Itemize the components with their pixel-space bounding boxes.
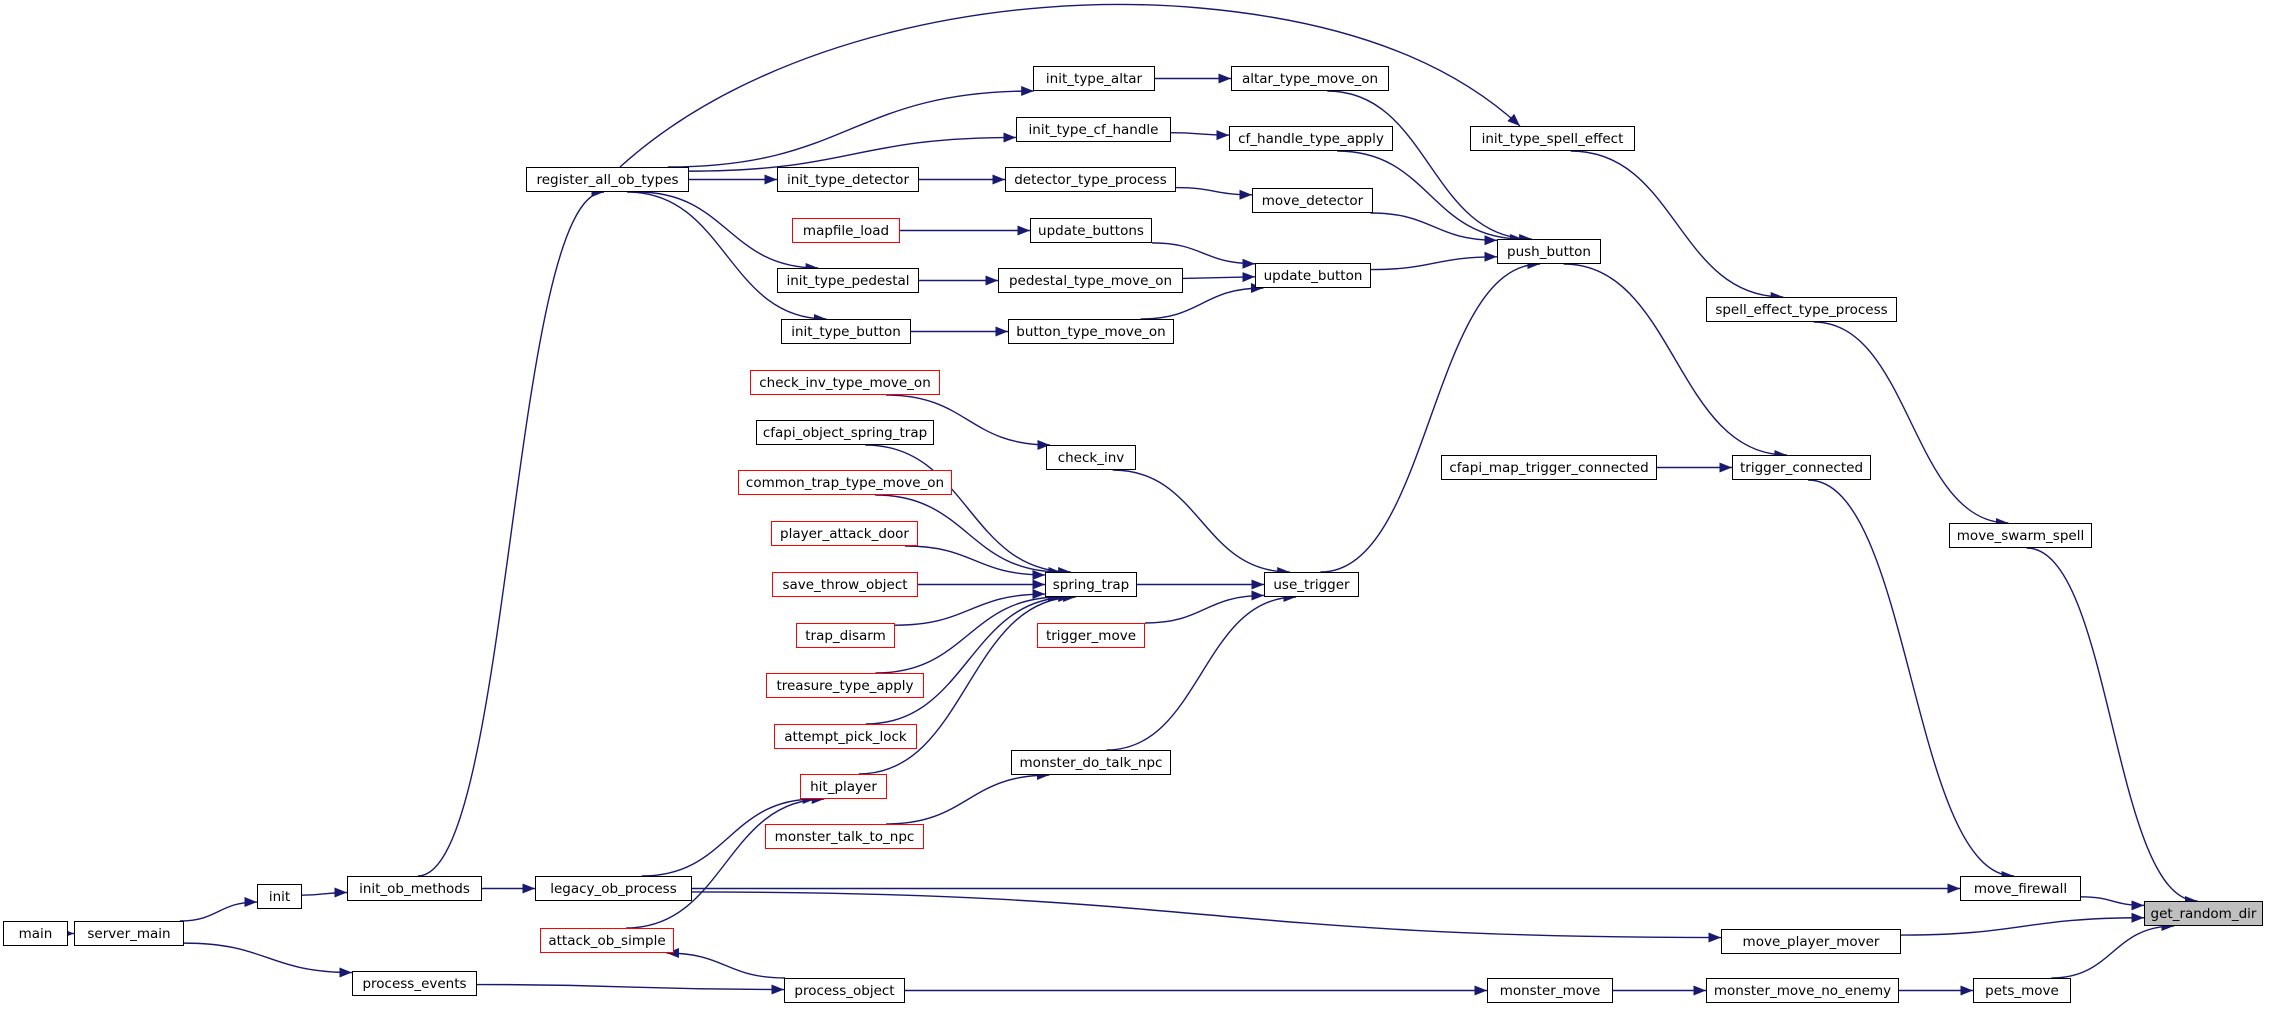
node-check-inv[interactable]: check_inv [1046, 445, 1136, 470]
node-save-throw-object[interactable]: save_throw_object [772, 572, 918, 597]
node-treasure-type-apply[interactable]: treasure_type_apply [766, 673, 924, 698]
edge-move-player-mover-to-get-random-dir [1900, 912, 2145, 936]
node-trigger-connected[interactable]: trigger_connected [1732, 455, 1871, 480]
edge-init-to-init-ob-methods [301, 887, 348, 898]
node-main[interactable]: main [3, 921, 68, 946]
node-mapfile-load[interactable]: mapfile_load [792, 218, 900, 243]
edge-treasure-type-apply-to-spring-trap [875, 591, 1061, 674]
edge-detector-type-process-to-move-detector [1175, 186, 1253, 200]
edge-register-all-ob-types-to-init-type-cf-handle [688, 132, 1017, 172]
node-pedestal-type-move-on[interactable]: pedestal_type_move_on [998, 268, 1183, 293]
node-init-type-altar[interactable]: init_type_altar [1033, 66, 1155, 91]
edge-pedestal-type-move-on-to-update-button [1182, 272, 1256, 283]
node-spring-trap[interactable]: spring_trap [1045, 572, 1137, 597]
edge-legacy-ob-process-to-move-player-mover [691, 891, 1722, 943]
node-init-type-button[interactable]: init_type_button [781, 319, 911, 344]
edge-process-object-to-attack-ob-simple [666, 947, 786, 979]
node-register-all-ob-types[interactable]: register_all_ob_types [526, 167, 689, 192]
edge-init-ob-methods-to-register-all-ob-types [417, 187, 605, 877]
node-trap-disarm[interactable]: trap_disarm [796, 623, 895, 648]
node-player-attack-door[interactable]: player_attack_door [771, 521, 918, 546]
node-trigger-move[interactable]: trigger_move [1037, 623, 1145, 648]
node-init-type-spell-effect[interactable]: init_type_spell_effect [1470, 126, 1635, 151]
edge-cfapi-object-spring-trap-to-spring-trap [865, 444, 1071, 578]
edge-move-swarm-spell-to-get-random-dir [2026, 547, 2198, 906]
edge-pets-move-to-get-random-dir [2051, 920, 2175, 979]
node-move-swarm-spell[interactable]: move_swarm_spell [1949, 523, 2092, 548]
edge-server-main-to-init [179, 896, 258, 922]
node-update-buttons[interactable]: update_buttons [1030, 218, 1152, 243]
node-move-player-mover[interactable]: move_player_mover [1721, 929, 1901, 954]
node-common-trap-type-move-on[interactable]: common_trap_type_move_on [738, 470, 952, 495]
node-cf-handle-type-apply[interactable]: cf_handle_type_apply [1229, 126, 1393, 151]
edge-legacy-ob-process-to-hit-player [641, 793, 816, 877]
node-cfapi-map-trigger-connected[interactable]: cfapi_map_trigger_connected [1441, 455, 1657, 480]
edge-update-button-to-push-button [1370, 251, 1498, 271]
node-update-button[interactable]: update_button [1255, 263, 1371, 288]
edge-attack-ob-simple-to-hit-player [626, 793, 825, 929]
edge-cf-handle-type-apply-to-push-button [1337, 150, 1523, 245]
edge-attempt-pick-lock-to-spring-trap [865, 591, 1071, 725]
edge-monster-talk-to-npc-to-monster-do-talk-npc [886, 769, 1050, 825]
node-init[interactable]: init [257, 884, 302, 909]
edge-register-all-ob-types-to-init-type-pedestal [637, 191, 819, 274]
node-monster-talk-to-npc[interactable]: monster_talk_to_npc [765, 824, 924, 849]
node-use-trigger[interactable]: use_trigger [1264, 572, 1359, 597]
edge-check-inv-to-use-trigger [1112, 469, 1290, 578]
node-process-object[interactable]: process_object [784, 978, 905, 1003]
node-check-inv-type-move-on[interactable]: check_inv_type_move_on [750, 370, 940, 395]
node-button-type-move-on[interactable]: button_type_move_on [1008, 319, 1174, 344]
node-push-button[interactable]: push_button [1497, 239, 1601, 264]
edge-monster-do-talk-npc-to-use-trigger [1106, 591, 1297, 751]
edge-check-inv-type-move-on-to-check-inv [885, 394, 1051, 451]
node-monster-move-no-enemy[interactable]: monster_move_no_enemy [1706, 978, 1899, 1003]
node-legacy-ob-process[interactable]: legacy_ob_process [535, 876, 692, 901]
edge-register-all-ob-types-to-init-type-spell-effect [619, 3, 1521, 168]
node-detector-type-process[interactable]: detector_type_process [1005, 167, 1176, 192]
edge-server-main-to-process-events [183, 942, 353, 978]
edge-init-type-spell-effect-to-spell-effect-type-process [1570, 150, 1784, 303]
node-monster-do-talk-npc[interactable]: monster_do_talk_npc [1011, 750, 1171, 775]
edge-spell-effect-type-process-to-move-swarm-spell [1813, 321, 2009, 529]
node-get-random-dir[interactable]: get_random_dir [2144, 901, 2263, 926]
node-hit-player[interactable]: hit_player [800, 774, 887, 799]
node-init-ob-methods[interactable]: init_ob_methods [347, 876, 482, 901]
edge-move-firewall-to-get-random-dir [2080, 896, 2145, 911]
node-move-firewall[interactable]: move_firewall [1960, 876, 2081, 901]
edge-register-all-ob-types-to-init-type-altar [667, 85, 1034, 168]
edge-hit-player-to-spring-trap [858, 591, 1076, 775]
edge-register-all-ob-types-to-init-type-button [627, 191, 827, 325]
edge-common-trap-type-move-on-to-spring-trap [875, 494, 1061, 578]
edge-use-trigger-to-push-button [1320, 258, 1541, 573]
edge-init-type-cf-handle-to-cf-handle-type-apply [1170, 130, 1230, 141]
node-attack-ob-simple[interactable]: attack_ob_simple [540, 928, 674, 953]
node-init-type-cf-handle[interactable]: init_type_cf_handle [1016, 117, 1171, 142]
edge-push-button-to-trigger-connected [1563, 263, 1787, 461]
edge-button-type-move-on-to-update-button [1140, 282, 1264, 320]
node-server-main[interactable]: server_main [74, 921, 184, 946]
edge-update-buttons-to-update-button [1151, 242, 1256, 269]
node-init-type-pedestal[interactable]: init_type_pedestal [777, 268, 919, 293]
node-process-events[interactable]: process_events [352, 971, 477, 996]
node-init-type-detector[interactable]: init_type_detector [777, 167, 919, 192]
edge-trap-disarm-to-spring-trap [894, 589, 1046, 626]
node-altar-type-move-on[interactable]: altar_type_move_on [1231, 66, 1389, 91]
node-attempt-pick-lock[interactable]: attempt_pick_lock [774, 724, 917, 749]
edge-player-attack-door-to-spring-trap [904, 545, 1046, 581]
node-spell-effect-type-process[interactable]: spell_effect_type_process [1706, 297, 1897, 322]
edge-process-events-to-process-object [476, 983, 785, 995]
edge-altar-type-move-on-to-push-button [1327, 90, 1532, 245]
edge-trigger-connected-to-move-firewall [1807, 479, 2015, 881]
edge-move-detector-to-push-button [1370, 212, 1498, 246]
node-cfapi-object-spring-trap[interactable]: cfapi_object_spring_trap [756, 420, 934, 445]
node-monster-move[interactable]: monster_move [1487, 978, 1613, 1003]
edge-trigger-move-to-use-trigger [1144, 590, 1265, 624]
node-pets-move[interactable]: pets_move [1973, 978, 2071, 1003]
node-move-detector[interactable]: move_detector [1252, 188, 1373, 213]
